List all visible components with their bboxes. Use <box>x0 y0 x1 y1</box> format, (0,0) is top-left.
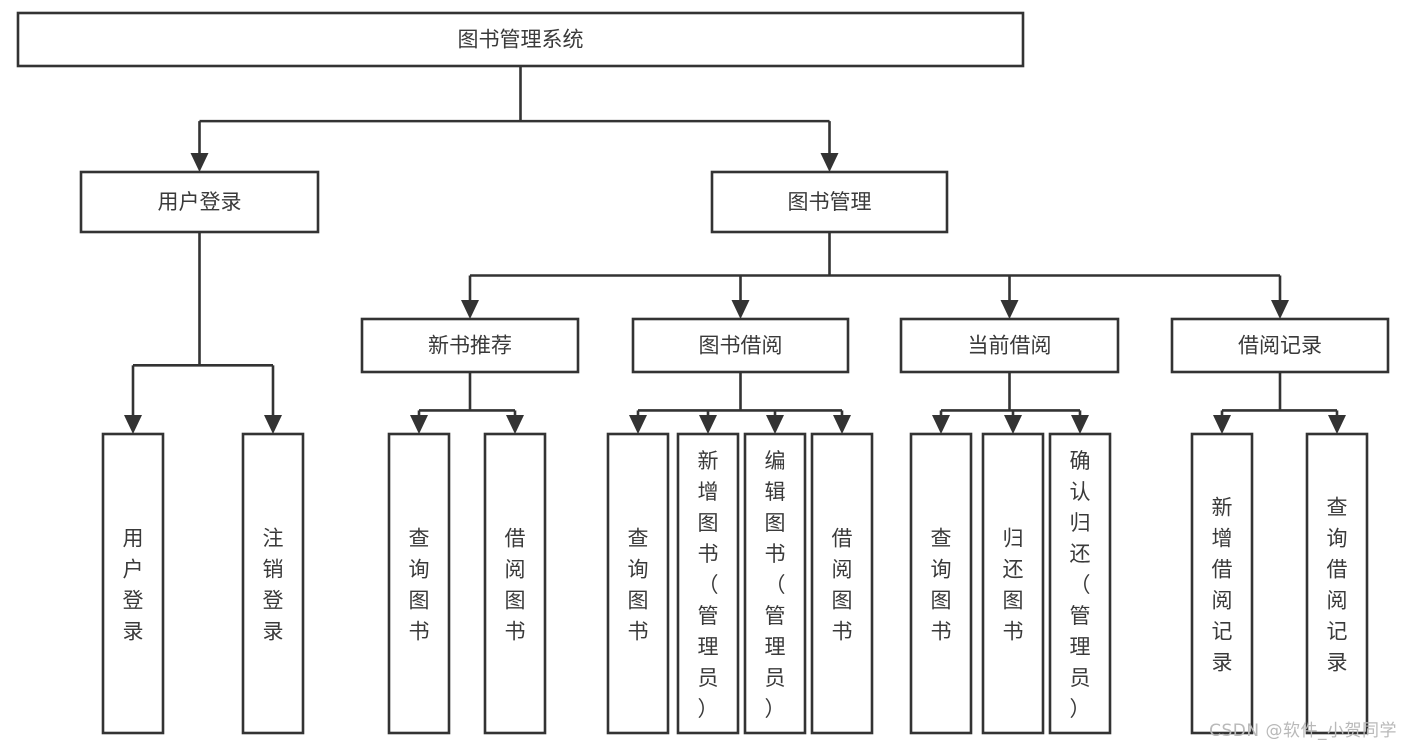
node-box <box>710 170 949 234</box>
node-label: 归还图书 <box>1003 527 1024 644</box>
node-box <box>101 432 165 735</box>
node-label: 新增图书（管理员） <box>698 449 719 721</box>
node-current-borrow[interactable]: 当前借阅 <box>899 317 1120 374</box>
node-box <box>606 432 670 735</box>
node-label: 图书借阅 <box>699 334 783 358</box>
node-borrow-record[interactable]: 借阅记录 <box>1170 317 1390 374</box>
node-leaf-user-login[interactable]: 用户登录 <box>101 432 165 735</box>
node-box <box>1048 432 1112 735</box>
node-box <box>79 170 320 234</box>
node-leaf-confirm-return[interactable]: 确认归还（管理员） <box>1048 432 1112 735</box>
node-label: 查询图书 <box>628 527 649 644</box>
node-label: 查询借阅记录 <box>1327 496 1348 675</box>
node-leaf-query-book-borrow[interactable]: 查询图书 <box>606 432 670 735</box>
arrow-head <box>833 415 851 434</box>
node-leaf-borrow-book[interactable]: 借阅图书 <box>810 432 874 735</box>
node-box <box>241 432 305 735</box>
arrow-head <box>1328 415 1346 434</box>
node-leaf-query-book-rec[interactable]: 查询图书 <box>387 432 451 735</box>
node-label: 借阅图书 <box>832 527 853 644</box>
node-box <box>981 432 1045 735</box>
arrow-head <box>629 415 647 434</box>
node-user-login[interactable]: 用户登录 <box>79 170 320 234</box>
arrow-head <box>731 300 750 319</box>
node-box <box>483 432 547 735</box>
arrow-head <box>1271 300 1289 319</box>
node-leaf-query-book-cur[interactable]: 查询图书 <box>909 432 973 735</box>
arrow-head <box>264 415 282 434</box>
arrow-head <box>1213 415 1231 434</box>
arrow-head <box>766 415 784 434</box>
node-leaf-query-record[interactable]: 查询借阅记录 <box>1305 432 1369 735</box>
arrow-head <box>820 153 839 172</box>
node-label: 确认归还（管理员） <box>1070 449 1091 721</box>
arrow-head <box>1071 415 1089 434</box>
arrow-head <box>699 415 717 434</box>
node-label: 用户登录 <box>158 190 242 214</box>
node-label: 用户登录 <box>123 527 144 644</box>
node-book-manage[interactable]: 图书管理 <box>710 170 949 234</box>
arrow-head <box>1000 300 1019 319</box>
connector-layer <box>124 66 1346 434</box>
node-root[interactable]: 图书管理系统 <box>16 11 1025 68</box>
node-box <box>387 432 451 735</box>
node-label: 新书推荐 <box>428 334 512 358</box>
node-leaf-borrow-book-rec[interactable]: 借阅图书 <box>483 432 547 735</box>
node-new-book-rec[interactable]: 新书推荐 <box>360 317 580 374</box>
node-box <box>360 317 580 374</box>
node-leaf-add-record[interactable]: 新增借阅记录 <box>1190 432 1254 735</box>
node-box <box>16 11 1025 68</box>
node-box <box>676 432 740 735</box>
node-box <box>909 432 973 735</box>
node-book-borrow[interactable]: 图书借阅 <box>631 317 850 374</box>
node-box <box>1190 432 1254 735</box>
node-label: 新增借阅记录 <box>1212 496 1233 675</box>
node-leaf-edit-book[interactable]: 编辑图书（管理员） <box>743 432 807 735</box>
arrow-head <box>410 415 428 434</box>
node-label: 查询图书 <box>931 527 952 644</box>
arrow-head <box>506 415 524 434</box>
node-label: 当前借阅 <box>968 334 1052 358</box>
arrow-head <box>190 153 209 172</box>
node-label: 查询图书 <box>409 527 430 644</box>
node-label: 图书管理 <box>788 190 872 214</box>
node-label: 借阅图书 <box>505 527 526 644</box>
node-label: 借阅记录 <box>1238 334 1322 358</box>
node-label: 注销登录 <box>263 527 284 644</box>
node-box <box>1170 317 1390 374</box>
node-box <box>1305 432 1369 735</box>
arrow-head <box>1004 415 1022 434</box>
arrow-head <box>124 415 142 434</box>
node-leaf-logout[interactable]: 注销登录 <box>241 432 305 735</box>
node-box <box>899 317 1120 374</box>
arrow-head <box>461 300 479 319</box>
node-leaf-add-book[interactable]: 新增图书（管理员） <box>676 432 740 735</box>
node-label: 图书管理系统 <box>458 28 584 52</box>
arrow-head <box>932 415 950 434</box>
node-label: 编辑图书（管理员） <box>765 449 786 721</box>
node-layer: 图书管理系统用户登录图书管理新书推荐图书借阅当前借阅借阅记录用户登录注销登录查询… <box>16 11 1390 735</box>
node-box <box>743 432 807 735</box>
node-box <box>631 317 850 374</box>
node-leaf-return-book[interactable]: 归还图书 <box>981 432 1045 735</box>
node-box <box>810 432 874 735</box>
